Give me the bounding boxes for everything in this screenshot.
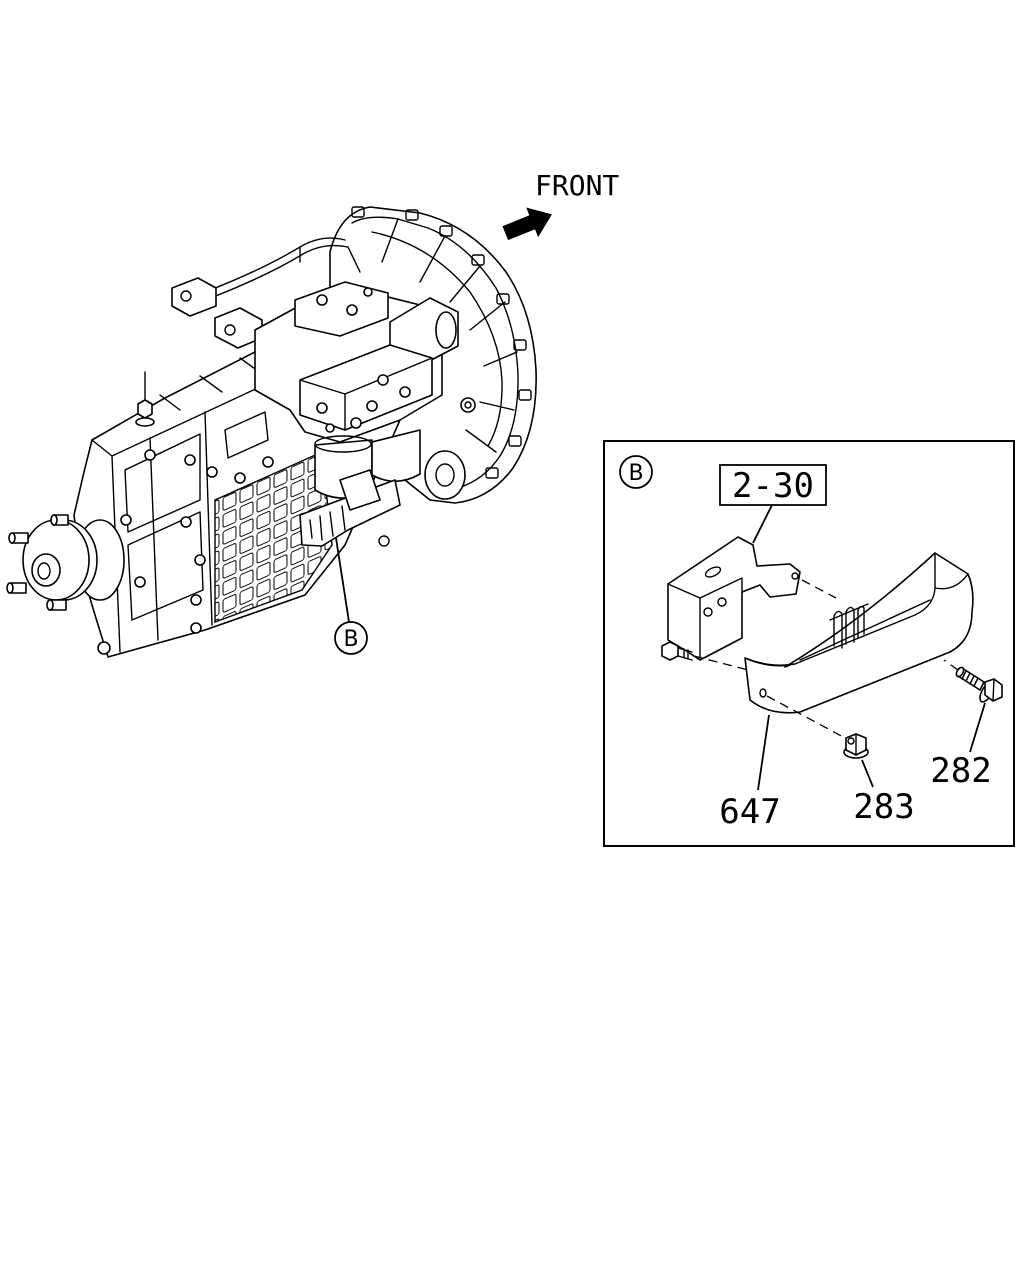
detail-view-b: B 2-30 (603, 440, 1015, 847)
reference-number[interactable]: 2-30 (732, 466, 814, 506)
output-flange (6, 514, 125, 611)
part-number-647[interactable]: 647 (719, 792, 780, 832)
flange-stud (46, 599, 67, 611)
spring-clip (829, 603, 869, 649)
flange-stud (50, 514, 69, 526)
callout-b-detail: B (619, 455, 653, 489)
reference-2-30[interactable]: 2-30 (719, 464, 827, 506)
heat-shield (744, 552, 974, 714)
callout-b-main: B (334, 537, 368, 655)
leader-282 (969, 702, 986, 753)
transmission-assembly (6, 206, 537, 658)
bracket (667, 536, 801, 661)
shield-mount-area (299, 469, 401, 547)
reference-leader (752, 504, 773, 544)
callout-letter: B (628, 461, 643, 486)
callout-letter: B (343, 627, 358, 652)
leader-647 (757, 714, 770, 791)
shift-tower (171, 237, 459, 499)
part-number-282[interactable]: 282 (930, 751, 991, 791)
direction-arrow-icon (502, 207, 552, 241)
leader-283 (861, 759, 874, 788)
bracket-bolt (661, 641, 693, 661)
front-label: FRONT (535, 169, 619, 202)
flange-stud (6, 582, 27, 594)
flange-nut (843, 733, 869, 759)
flange-bolt (955, 666, 1003, 703)
part-number-283[interactable]: 283 (853, 787, 914, 827)
detail-frame (603, 440, 1015, 847)
flange-stud (8, 532, 29, 544)
